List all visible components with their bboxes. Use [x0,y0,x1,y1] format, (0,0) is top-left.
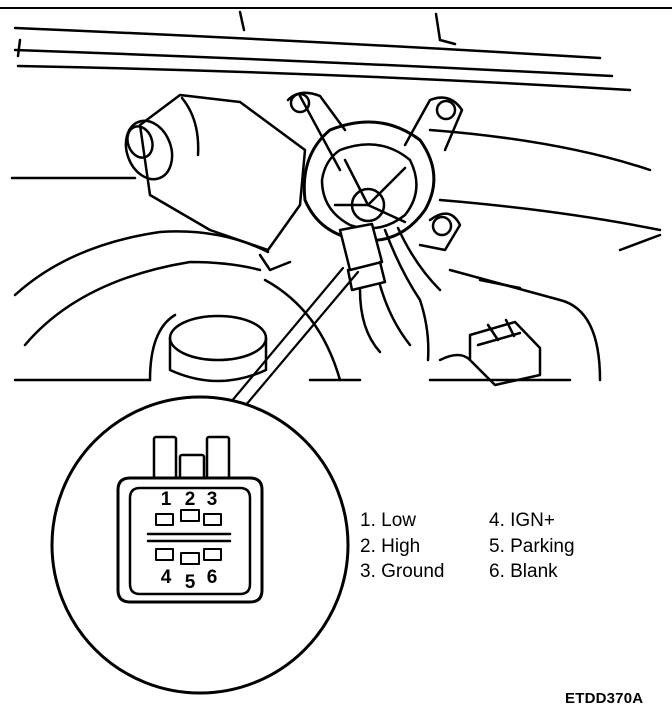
legend-item-2: 2. High [360,535,421,557]
engine-bay-lower [13,230,602,383]
pin-label-5: 5 [185,572,196,593]
legend-item-5: 5. Parking [489,535,575,557]
legend-item-4: 4. IGN+ [489,510,555,531]
pin-legend-right: 4. IGN+ 5. Parking 6. Blank [489,508,575,585]
pin-legend-left: 1. Low 2. High 3. Ground [360,508,445,585]
gearbox-bracket [286,91,464,252]
legend-item-6: 6. Blank [489,561,558,582]
pin-label-4: 4 [161,567,172,588]
relay-block [438,318,542,387]
pin-label-1: 1 [161,489,172,510]
connector-enlarged [116,435,264,604]
pin-label-2: 2 [185,489,196,510]
figure-code: ETDD370A [565,690,644,707]
motor-connector [338,222,442,362]
pin-numbers: 1 2 3 4 5 6 [161,489,218,593]
hood-outline [0,7,672,92]
motor-body [124,93,307,272]
cowl-panel [10,128,662,252]
legend-item-1: 1. Low [360,510,416,531]
pin-label-3: 3 [207,489,218,510]
legend-item-3: 3. Ground [360,561,445,582]
pin-label-6: 6 [207,567,218,588]
